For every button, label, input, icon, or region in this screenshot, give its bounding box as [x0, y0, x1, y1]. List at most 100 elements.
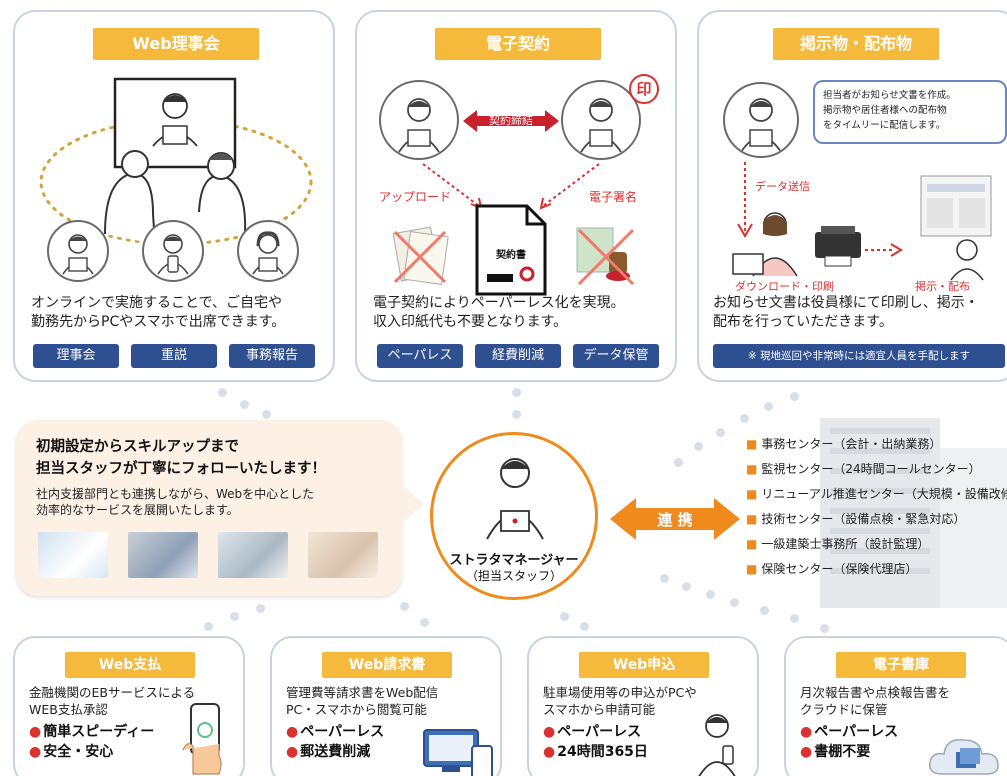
connector-dot [760, 606, 769, 615]
document-label: 契約書 [496, 250, 526, 261]
e-contract-panel: 電子契約 印 契約締結 アップロード 電子署名 契約書 電子 [355, 10, 677, 382]
e-contract-desc-line-2: 収入印紙代も不要となります。 [373, 314, 568, 330]
contract-conclusion-label: 契約締結 [489, 114, 533, 127]
contract-party-avatar-left [379, 80, 459, 160]
seal-icon: 印 [629, 74, 659, 104]
notice-footnote: ※ 現地巡回や非常時には適宜人員を手配します [713, 344, 1005, 368]
web-invoice-line-1: 管理費等請求書をWeb配信 [286, 685, 439, 700]
web-payment-bullets: 簡単スピーディー 安全・安心 [29, 722, 154, 762]
data-send-label: データ送信 [755, 180, 810, 193]
web-application-line-2: スマホから申請可能 [543, 702, 656, 717]
e-signature-label: 電子署名 [589, 190, 638, 204]
web-application-bullets: ペーパーレス 24時間365日 [543, 722, 648, 762]
post-distribute-label: 掲示・配布 [915, 280, 970, 293]
web-invoice-bullet-2: 郵送費削減 [286, 742, 384, 762]
web-payment-title: Web支払 [65, 652, 195, 678]
connector-dot [730, 598, 739, 607]
support-headline-line-1: 初期設定からスキルアップまで [36, 439, 239, 455]
support-photo-1 [38, 532, 108, 578]
web-application-bullet-2: 24時間365日 [543, 742, 648, 762]
support-sub-line-2: 効率的なサービスを展開いたします。 [36, 503, 239, 517]
connector-dot [560, 612, 569, 621]
web-application-description: 駐車場使用等の申込がPCや スマホから申請可能 [543, 684, 755, 718]
connector-dot [694, 442, 703, 451]
support-photo-3 [218, 532, 288, 578]
person-with-phone-icon [698, 714, 736, 776]
center-item-monitoring: 監視センター（24時間コールセンター） [746, 457, 1007, 482]
support-photo-2 [128, 532, 198, 578]
e-archive-bullet-1: ペーパーレス [800, 722, 898, 742]
support-headline: 初期設定からスキルアップまで 担当スタッフが丁寧にフォローいたします！ [36, 436, 396, 480]
connector-dot [240, 400, 249, 409]
connector-dot [512, 388, 521, 397]
web-application-line-1: 駐車場使用等の申込がPCや [543, 685, 697, 700]
manager-avatar [486, 458, 544, 540]
e-contract-description: 電子契約によりペーパーレス化を実現。 収入印紙代も不要となります。 [373, 294, 669, 332]
posted-notice-illustration [920, 175, 992, 281]
download-print-label: ダウンロード・印刷 [735, 280, 834, 293]
web-invoice-description: 管理費等請求書をWeb配信 PC・スマホから閲覧可能 [286, 684, 498, 718]
center-item-architect: 一級建築士事務所（設計監理） [746, 532, 1007, 557]
notice-title: 掲示物・配布物 [773, 28, 939, 60]
connector-dot [706, 590, 715, 599]
tag-paperless: ペーパレス [377, 344, 463, 368]
participant-avatar-left [47, 220, 109, 282]
connector-dot [674, 458, 683, 467]
notice-desc-line-1: お知らせ文書は役員様にて印刷し、掲示・ [713, 295, 979, 311]
connector-dot [512, 410, 521, 419]
web-application-bullet-1: ペーパーレス [543, 722, 648, 742]
connector-dot [580, 622, 589, 631]
web-payment-bullet-2: 安全・安心 [29, 742, 154, 762]
notice-description: お知らせ文書は役員様にて印刷し、掲示・ 配布を行っていただきます。 [713, 294, 1007, 332]
web-invoice-title: Web請求書 [322, 652, 452, 678]
web-board-title: Web理事会 [93, 28, 259, 60]
tag-board-meeting: 理事会 [33, 344, 119, 368]
e-archive-line-2: クラウドに保管 [800, 702, 888, 717]
connector-dot [790, 392, 799, 401]
manager-circle: ストラタマネージャー （担当スタッフ） [430, 432, 598, 600]
connector-dot [204, 622, 213, 631]
support-photo-4 [308, 532, 378, 578]
web-payment-description: 金融機関のEBサービスによる WEB支払承認 [29, 684, 241, 718]
data-send-dotted-arrow-icon [737, 162, 753, 238]
notice-speech-bubble: 担当者がお知らせ文書を作成。 掲示物や居住者様への配布物 をタイムリーに配信しま… [813, 80, 1007, 144]
participant-avatar-right [237, 220, 299, 282]
printing-illustration [732, 212, 861, 277]
bubble-line-1: 担当者がお知らせ文書を作成。 [823, 90, 956, 101]
web-board-description: オンラインで実施することで、ご自宅や 勤務先からPCやスマホで出席できます。 [31, 294, 327, 332]
web-payment-line-1: 金融機関のEBサービスによる [29, 685, 196, 700]
smartphone-hand-icon [182, 703, 222, 775]
support-headline-line-2: 担当スタッフが丁寧にフォローいたします！ [36, 461, 326, 477]
web-board-desc-line-1: オンラインで実施することで、ご自宅や [31, 295, 283, 311]
web-board-desc-line-2: 勤務先からPCやスマホで出席できます。 [31, 314, 286, 330]
connector-dot [790, 614, 799, 623]
connector-dot [764, 402, 773, 411]
signature-dotted-arrow-icon [539, 163, 600, 210]
e-archive-description: 月次報告書や点検報告書を クラウドに保管 [800, 684, 1007, 718]
web-board-panel: Web理事会 オンラインで実施することで、ご自宅や 勤務先からPCやスマホで出席… [13, 10, 335, 382]
staff-avatar [723, 82, 799, 158]
web-application-card: Web申込 駐車場使用等の申込がPCや スマホから申請可能 ペーパーレス 24時… [527, 636, 759, 776]
web-application-title: Web申込 [579, 652, 709, 678]
e-contract-document-icon [475, 204, 547, 296]
connector-dot [682, 582, 691, 591]
tag-data-storage: データ保管 [573, 344, 659, 368]
center-item-office: 事務センター（会計・出納業務） [746, 432, 1007, 457]
paper-contract-crossed-icon [392, 226, 449, 285]
web-board-illustration [39, 77, 313, 246]
connector-dot [230, 612, 239, 621]
manager-role: （担当スタッフ） [465, 569, 562, 583]
tag-important-explanation: 重説 [131, 344, 217, 368]
upload-label: アップロード [379, 190, 452, 204]
notice-panel: 掲示物・配布物 担当者がお知らせ文書を作成。 掲示物や居住者様への配布物 をタイ… [697, 10, 1007, 382]
center-item-insurance: 保険センター（保険代理店） [746, 557, 1007, 582]
support-bubble: 初期設定からスキルアップまで 担当スタッフが丁寧にフォローいたします！ 社内支援… [16, 420, 424, 596]
connector-dot [218, 388, 227, 397]
connector-dot [420, 618, 429, 627]
web-payment-line-2: WEB支払承認 [29, 702, 108, 717]
web-payment-bullet-1: 簡単スピーディー [29, 722, 154, 742]
cloud-storage-icon [929, 739, 999, 775]
connector-dot [740, 414, 749, 423]
bubble-line-2: 掲示物や居住者様への配布物 [823, 105, 947, 116]
tag-business-report: 事務報告 [229, 344, 315, 368]
